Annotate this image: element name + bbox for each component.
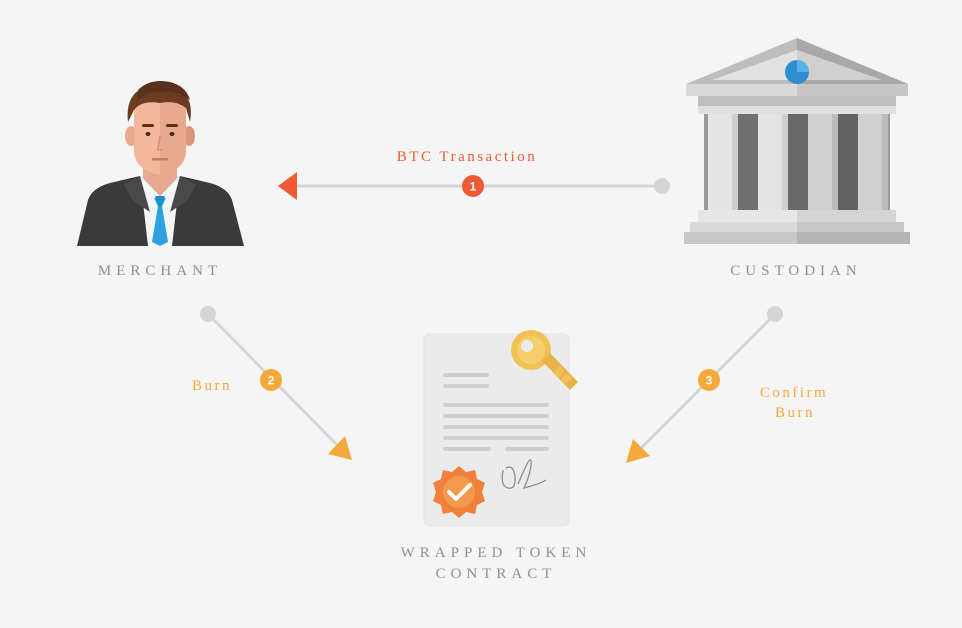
edge-label-btc-transaction: BTC Transaction [397,149,537,165]
arrowhead-down-left [626,439,650,463]
step-number-3: 3 [706,374,713,388]
node-label-custodian: CUSTODIAN [730,263,861,279]
document-line [443,414,549,418]
edge-confirm-burn: 3 [626,306,783,463]
step-badge-1 [462,175,484,197]
document-line [505,447,549,451]
document-line [443,436,549,440]
node-label-contract-line1: WRAPPED TOKEN [401,545,592,561]
verified-seal-icon [433,466,485,518]
step-number-2: 2 [268,374,275,388]
step-number-1: 1 [470,180,477,194]
arrowhead-down-right [328,436,352,460]
document-line [443,447,491,451]
edge-label-confirm-burn: Burn [775,405,815,421]
node-label-contract-line2: CONTRACT [436,566,557,582]
step-badge-2 [260,369,282,391]
document-line [443,384,489,388]
document-line [443,373,489,377]
edge-label-confirm: Confirm [760,385,828,401]
edge-start-dot [767,306,783,322]
bank-building-icon [684,38,910,244]
edge-burn: 2 [200,306,352,460]
edge-btc-transaction: 1 [278,172,670,200]
node-label-merchant: MERCHANT [98,263,222,279]
edge-label-burn: Burn [192,378,232,394]
edge-start-dot [200,306,216,322]
document-line [443,403,549,407]
businessman-icon [77,81,244,246]
document-line [443,425,549,429]
edge-start-dot [654,178,670,194]
arrowhead-left [278,172,297,200]
step-badge-3 [698,369,720,391]
signature-mark [501,459,547,489]
key-icon [511,330,578,390]
